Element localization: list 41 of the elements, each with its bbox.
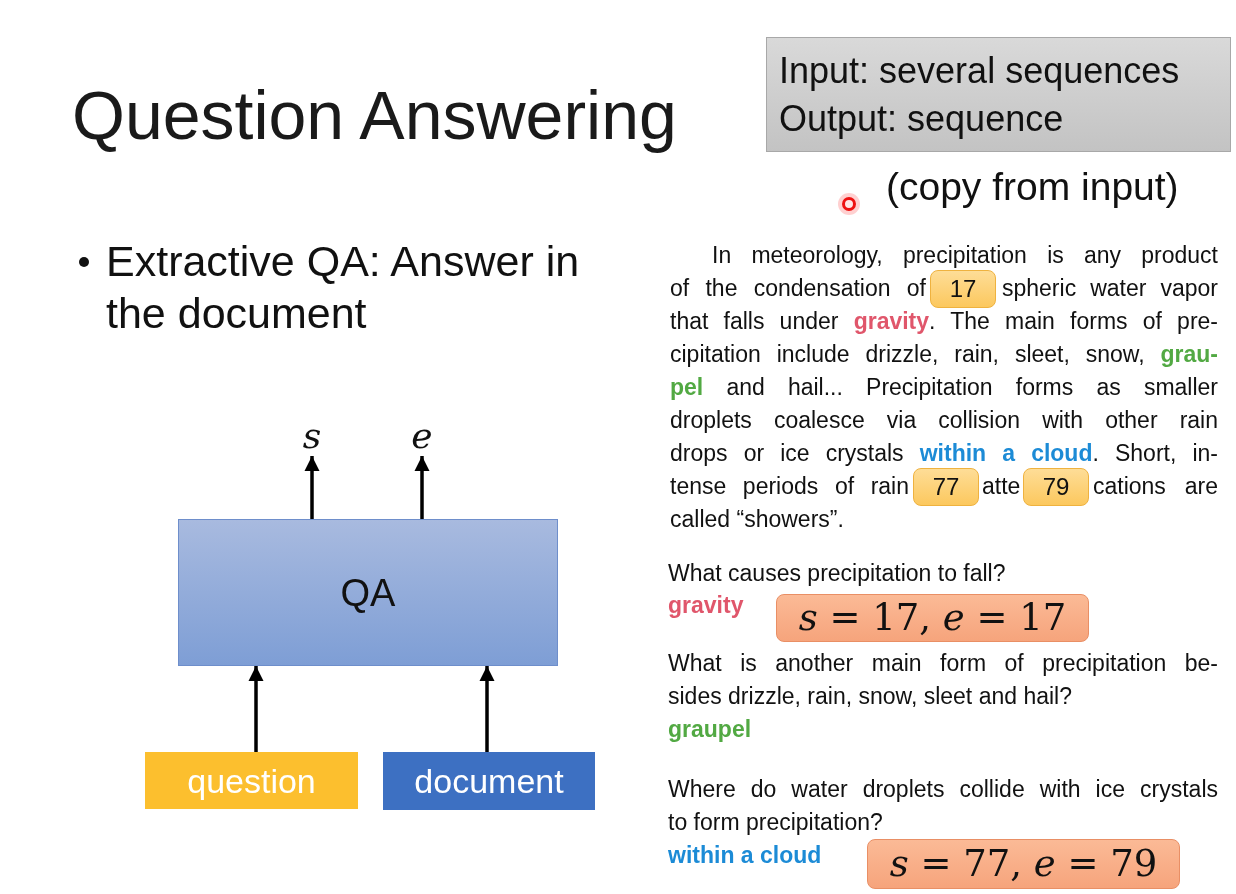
arrow — [304, 456, 320, 519]
box-label: QA — [340, 570, 396, 615]
box-label: document — [414, 761, 564, 801]
index-number: 79 — [1042, 471, 1070, 502]
paragraph-text: cations are — [1093, 472, 1218, 501]
note-text: (copy from input) — [886, 164, 1179, 210]
input-box — [145, 752, 358, 809]
model-box — [178, 519, 558, 666]
info-box — [766, 37, 1231, 152]
answer-text: gravity — [668, 591, 744, 620]
token-index-badge — [930, 269, 996, 308]
span-formula: s = 17, e = 17 — [798, 596, 1067, 640]
answer-text: graupel — [668, 715, 752, 744]
token-index-badge — [913, 467, 979, 506]
slide-title: Question Answering — [72, 76, 677, 155]
question-text: What causes precipitation to fall? — [668, 559, 1006, 588]
index-number: 17 — [949, 273, 977, 304]
paragraph-text: of the condensation of — [670, 274, 926, 303]
answer-text: within a cloud — [668, 841, 822, 870]
answer-span-box — [776, 594, 1089, 642]
paragraph-text: tense periods of rain — [670, 472, 909, 501]
paragraph-text: In meteorology, precipitation is any product — [711, 241, 1218, 270]
info-text: Output: sequence — [779, 97, 1065, 141]
output-symbol: e — [406, 416, 438, 456]
paragraph-text: spheric water vapor — [1002, 274, 1218, 303]
box-label: question — [187, 760, 316, 801]
arrow — [248, 666, 264, 752]
span-formula: s = 77, e = 79 — [889, 842, 1158, 886]
question-text: Where do water droplets collide with ice crystals to form precipitation? — [668, 775, 1218, 837]
info-text: Input: several sequences — [779, 49, 1181, 93]
paragraph-text: atte — [982, 472, 1021, 501]
paragraph-text: called “showers”. — [670, 505, 844, 534]
arrow — [479, 666, 495, 752]
answer-span-box — [867, 839, 1180, 889]
bullet-text: Extractive QA: Answer in the document — [106, 236, 581, 339]
index-number: 77 — [932, 471, 960, 502]
output-symbol: s — [296, 416, 328, 456]
token-index-badge — [1023, 467, 1089, 506]
question-text: What is another main form of precipitation be- sides drizzle, rain, snow, sleet and hail? — [668, 649, 1218, 711]
arrow — [414, 456, 430, 519]
input-box — [383, 752, 595, 810]
